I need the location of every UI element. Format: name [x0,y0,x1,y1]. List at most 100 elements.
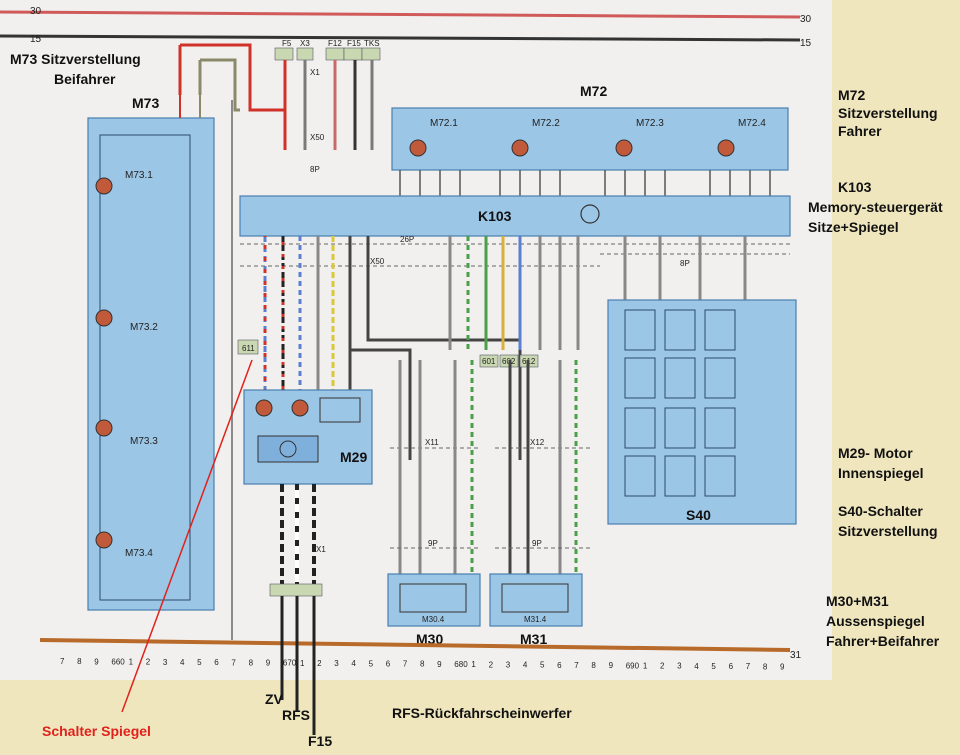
ruler-tick-label: 4 [351,659,356,668]
k103-m29-wires [263,236,522,460]
m29-lower-wires [280,484,316,585]
m29-code: M29 [340,449,367,465]
ruler-tick-label: 7 [574,661,579,670]
k103-clock-icon [580,204,600,224]
m72-3-label: M72.3 [636,118,664,129]
m73-1-label: M73.1 [125,170,153,181]
ruler-tick-label: 8 [420,660,425,669]
schalter-pointer [121,359,253,713]
ruler-tick-label: 8 [591,661,596,670]
legend-m30-1: M30+M31 [826,593,889,609]
m72-2-label: M72.2 [532,118,560,129]
fuse-tags: F5 X3 F12 F15 TKS [274,39,381,61]
ruler-tick-label: 1 [643,661,648,670]
ruler-tick-label: 1 [129,658,134,667]
cell-601-label: 601 [482,357,496,366]
ruler-tick-label: 7 [403,660,408,669]
legend-s40-1: S40-Schalter [838,503,923,519]
lower-fuse-box [269,583,323,597]
fuse-f15-label: F15 [347,39,361,48]
ruler-tick-label: 690 [626,661,640,670]
ruler-tick-label: 8 [77,657,82,666]
motor-m72-2-icon [511,139,529,157]
legend-m30-3: Fahrer+Beifahrer [826,633,940,649]
rail-15 [0,34,801,42]
legend-m30-2: Aussenspiegel [826,613,925,629]
ruler-tick-label: 4 [523,661,528,670]
legend-s40-2: Sitzverstellung [838,523,938,539]
ruler-tick-label: 7 [60,657,65,666]
callout-zv: ZV [265,691,284,707]
m73-3-label: M73.3 [130,436,158,447]
bundle-8p-label: 8P [680,259,690,268]
ruler-tick-label: 2 [146,658,151,667]
bundle-x50-label: X50 [370,257,385,266]
fuse-x3-box [296,47,314,61]
legend: M73 Sitzverstellung Beifahrer M72 Sitzve… [10,51,943,649]
x12-label: X12 [530,438,545,447]
feed-wires [178,43,374,150]
ruler-tick-label: 3 [506,660,511,669]
ruler-tick-label: 5 [197,658,202,667]
m73-block: M73.1 M73.2 M73.3 M73.4 [87,117,215,611]
m72-body [391,107,789,171]
ruler-tick-label: 9 [266,659,271,668]
legend-k103-2: Memory-steuergerät [808,199,943,215]
fuse-f12-box [325,47,345,61]
m73-code: M73 [132,95,159,111]
s40-block [607,299,797,525]
m30-body [387,573,481,627]
m73-supply-wires [179,95,233,640]
conn-x50-top: X50 [310,133,325,142]
m73-4-label: M73.4 [125,548,153,559]
m31-code: M31 [520,631,547,647]
motor-m29-b-icon [291,399,309,417]
legend-m72-3: Fahrer [838,123,882,139]
callout-schalter-spiegel: Schalter Spiegel [42,723,151,739]
rail-30-label-left: 30 [30,6,42,17]
s40-body [607,299,797,525]
legend-k103-3: Sitze+Spiegel [808,219,899,235]
m29-controller [257,435,319,463]
m30-code: M30 [416,631,443,647]
motor-m72-4-icon [717,139,735,157]
callout-rfs-note: RFS-Rückfahrscheinwerfer [392,705,572,721]
ruler-tick-label: 6 [557,661,562,670]
ruler-tick-label: 4 [694,662,699,671]
fuse-f12-label: F12 [328,39,342,48]
ruler-tick-label: 9 [609,661,614,670]
m29-sensor-box [319,397,361,423]
m30-motor-frame [399,583,467,613]
rail-15-label-right: 15 [800,38,812,49]
motor-m29-a-icon [255,399,273,417]
conn-8p-top: 8P [310,165,320,174]
m72-code: M72 [580,83,607,99]
m31-body [489,573,583,627]
ruler-tick-label: 2 [660,662,665,671]
bundle-26p-label: 26P [400,235,414,244]
ruler-tick-label: 9 [94,657,99,666]
ruler-tick-label: 2 [317,659,322,668]
ruler-tick-label: 660 [111,657,125,666]
fuse-tks-label: TKS [364,39,380,48]
m72-to-k103-wires [399,170,771,196]
ruler-tick-label: 5 [711,662,716,671]
callout-rfs: RFS [282,707,310,723]
conn-x1-top: X1 [310,68,320,77]
m30-sub-label: M30.4 [422,615,445,624]
ruler-tick-label: 6 [386,660,391,669]
m72-block: M72.1 M72.2 M72.3 M72.4 [391,107,789,171]
ruler-tick-label: 6 [729,662,734,671]
ruler-tick-label: 3 [677,662,682,671]
legend-m72-1: M72 [838,87,865,103]
ruler-tick-label: 6 [214,658,219,667]
m73-2-label: M73.2 [130,322,158,333]
cell-601-box [479,354,499,368]
ruler-tick-label: 2 [489,660,494,669]
ruler-tick-label: 3 [334,659,339,668]
k103-body [239,195,791,237]
m73-inner-frame [99,134,191,601]
ruler-tick-label: 8 [763,662,768,671]
